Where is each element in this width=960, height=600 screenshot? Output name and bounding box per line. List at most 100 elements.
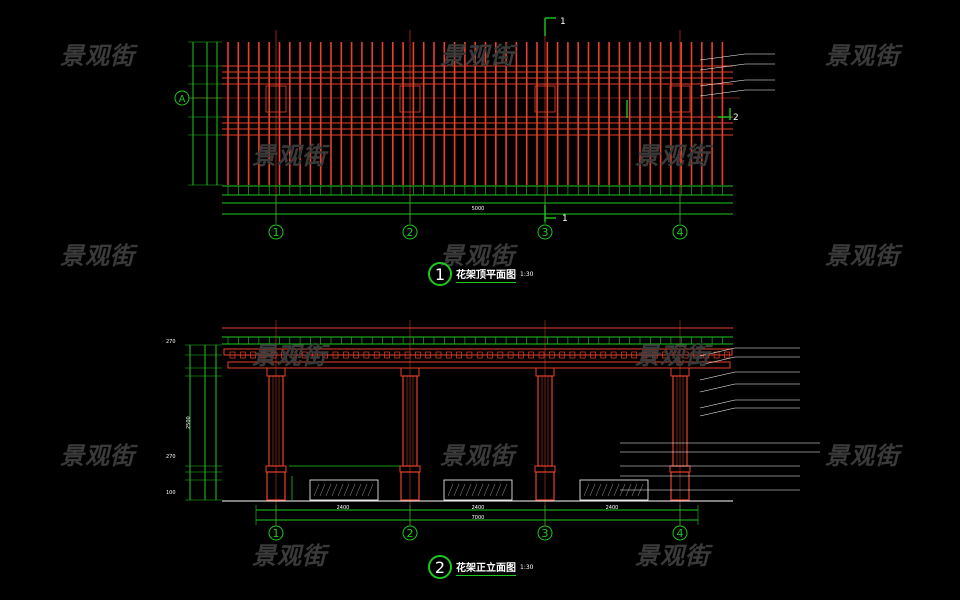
elev-rafter-end [291,351,298,359]
elev-rafter-end [724,351,730,359]
plan-row-label-a: A [179,94,186,105]
elev-bench-hatch [601,483,608,497]
elev-rafter-end [559,351,565,359]
section-mark-bottom: 1 [562,214,568,224]
elev-leader [699,407,736,417]
elev-bench-hatch [583,483,590,497]
elev-rafter-end [353,351,359,359]
elev-bay-dimension-3: 2400 [606,505,619,511]
watermark-6: 景观街 [60,242,135,270]
elev-rafter-end [281,351,287,359]
elev-bench-hatch [477,483,484,497]
plan-axis-label-2: 2 [407,226,414,239]
plan-column-outline [534,85,556,113]
elev-rafter-end [579,351,586,359]
elev-bench-hatch [319,483,326,497]
plan-axis-label-1: 1 [273,226,280,239]
elevation-title-text: 花架正立面图 [456,559,516,576]
watermark-1: 景观街 [60,42,135,70]
plan-axis-bubble-2 [402,224,418,240]
elev-beam-top [223,348,733,356]
elev-rafter-end [466,351,473,359]
plan-leader [699,79,746,87]
elev-bench-hatch [489,483,496,497]
plan-row-bubble-a [174,90,190,106]
elev-bench-hatch [471,483,478,497]
elev-bench-hatch [453,483,460,497]
plan-title-scale: 1:30 [520,270,534,278]
elev-bay-dimension-1: 2400 [337,505,350,511]
plan-column-outline [399,85,421,113]
elev-bay-dimension-2: 2400 [472,505,485,511]
elev-axis-label-3: 3 [542,527,549,540]
elev-rafter-end [260,351,267,359]
plan-leader [699,63,746,71]
elevation-title-number: 2 [428,555,452,579]
elev-rafter-end [487,351,493,359]
elev-rafter-end [332,351,339,359]
plan-axis-bubbles: 1 2 3 4 A 1 1 2 5000 [174,17,739,240]
elev-bench-hatch [355,483,362,497]
elev-rafter-end [312,351,318,359]
elev-bench-hatch [501,483,508,497]
watermark-11: 景观街 [60,442,135,470]
elev-bench [309,479,379,501]
elev-rafter-end [342,351,349,359]
elev-rafter-end [600,351,607,359]
elev-leader [699,371,736,381]
watermark-12: 景观街 [440,442,515,470]
watermark-13: 景观街 [825,442,900,470]
elev-rafter-end [610,351,617,359]
watermark-3: 景观街 [825,42,900,70]
elev-rafter-end [425,351,432,359]
elev-bench [443,479,513,501]
elev-leader [699,356,736,366]
elev-rafter-end [507,351,514,359]
elev-axis-label-4: 4 [677,527,684,540]
plan-axis-bubble-3 [537,224,553,240]
plan-axis-label-4: 4 [677,226,684,239]
elev-left-dim-2: 270 [166,454,176,460]
elev-rafter-end [497,351,504,359]
elev-rafter-end [363,351,370,359]
elev-rafter-end [621,351,627,359]
watermark-4: 景观街 [252,142,327,170]
elev-left-dim-3: 100 [166,490,176,496]
watermark-14: 景观街 [252,542,327,570]
elev-bench-hatch [613,483,620,497]
watermark-7: 景观街 [440,242,515,270]
elev-bench-hatch [447,483,454,497]
pergola-front-elevation [185,320,820,526]
elev-bench-hatch [331,483,338,497]
elev-bench-hatch [495,483,502,497]
section-mark-top: 1 [560,17,566,27]
elev-rafter-end [445,351,452,359]
plan-overall-dimension: 5000 [472,206,485,212]
plan-leader [699,89,746,97]
elev-bench-hatch [589,483,596,497]
watermark-15: 景观街 [635,542,710,570]
plan-title-number: 1 [428,262,452,286]
elev-bench-hatch [367,483,374,497]
elev-overall-dimension: 7000 [472,515,485,521]
watermark-2: 景观街 [440,42,515,70]
elev-bench-hatch [595,483,602,497]
elev-rafter-end [651,351,658,359]
elev-rafter-end [672,351,679,359]
plan-title-text: 花架顶平面图 [456,266,516,283]
elev-bench-hatch [349,483,356,497]
watermark-8: 景观街 [825,242,900,270]
plan-axis-bubble-4 [672,224,688,240]
elev-bench-hatch [313,483,320,497]
elevation-axis-bubbles: 1 2 3 4 7000 2400 2400 2400 270 270 100 … [166,339,688,541]
plan-axis-label-3: 3 [542,226,549,239]
elev-rafter-end [456,351,462,359]
elev-rafter-end [693,351,699,359]
plan-leader [699,53,746,61]
elev-rafter-end [322,351,329,359]
elevation-drawing-title: 2 花架正立面图 1:30 [428,555,533,579]
elev-rafter-end [682,351,689,359]
elev-axis-bubble-2 [402,525,418,541]
elev-rafter-end [631,351,638,359]
